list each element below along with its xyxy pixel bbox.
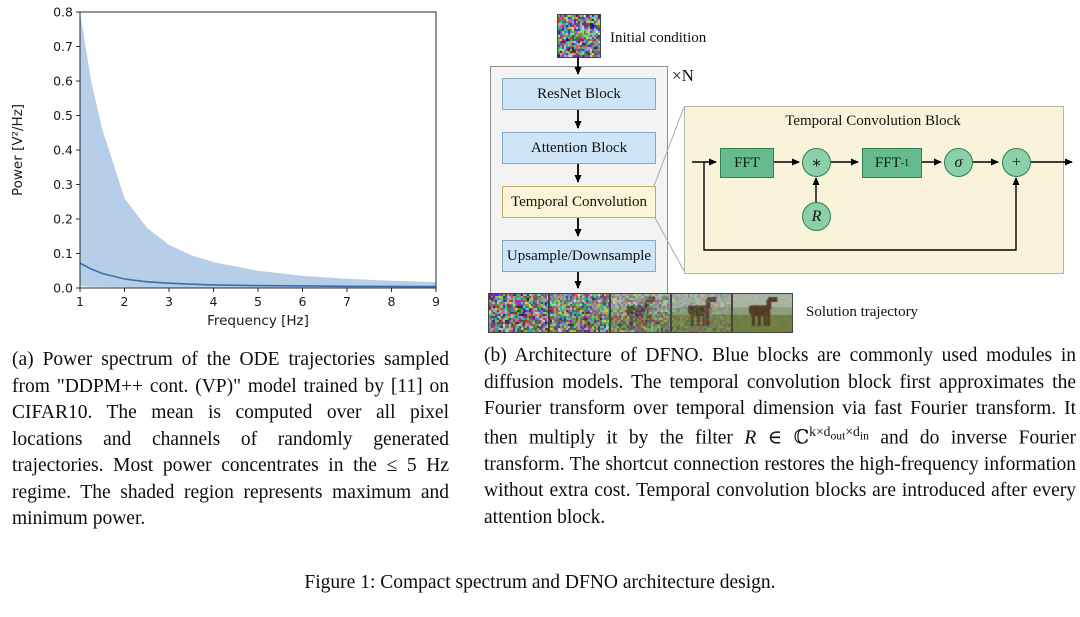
temporal-convolution-detail-title: Temporal Convolution Block bbox=[684, 113, 1062, 130]
caption-b-label: (b) bbox=[484, 345, 507, 366]
y-tick-label: 0.0 bbox=[53, 281, 73, 296]
x-tick-label: 6 bbox=[299, 294, 307, 309]
trajectory-image-2 bbox=[549, 293, 610, 333]
y-tick-label: 0.4 bbox=[53, 143, 73, 158]
caption-a-label: (a) bbox=[12, 349, 34, 370]
y-tick-label: 0.2 bbox=[53, 212, 73, 227]
x-tick-label: 9 bbox=[432, 294, 440, 309]
sum-node: + bbox=[1002, 148, 1031, 177]
caption-b-math-set: ℂ bbox=[794, 427, 810, 448]
minmax-band bbox=[80, 12, 436, 288]
inverse-fft-exponent: -1 bbox=[901, 158, 909, 169]
y-tick-label: 0.1 bbox=[53, 246, 73, 261]
attention-block: Attention Block bbox=[502, 132, 656, 164]
sigma-node: σ bbox=[944, 148, 973, 177]
y-axis-label: Power [V²/Hz] bbox=[10, 104, 26, 196]
x-tick-label: 3 bbox=[165, 294, 173, 309]
x-axis-label: Frequency [Hz] bbox=[207, 313, 309, 329]
caption-a: (a) Power spectrum of the ODE trajectori… bbox=[12, 347, 449, 533]
caption-b-math-var: R bbox=[744, 427, 756, 448]
inverse-fft-node: FFT-1 bbox=[862, 148, 922, 178]
caption-b: (b) Architecture of DFNO. Blue blocks ar… bbox=[484, 343, 1076, 531]
x-tick-label: 7 bbox=[343, 294, 351, 309]
temporal-convolution-detail-box bbox=[684, 106, 1064, 274]
x-tick-label: 2 bbox=[121, 294, 129, 309]
initial-condition-label: Initial condition bbox=[610, 30, 706, 47]
inverse-fft-base-label: FFT bbox=[875, 155, 901, 172]
dfno-architecture-panel: Initial condition ×N ResNet Block Attent… bbox=[452, 6, 1080, 346]
y-tick-label: 0.6 bbox=[53, 74, 73, 89]
upsample-downsample-block: Upsample/Downsample bbox=[502, 240, 656, 272]
exp-sub-out: out bbox=[831, 429, 846, 442]
temporal-convolution-block: Temporal Convolution bbox=[502, 186, 656, 218]
power-spectrum-panel: 1 2 3 4 5 6 7 8 9 0.0 0.1 0.2 0.3 0.4 0.5 0.6 0.7 0.8Freq… bbox=[4, 4, 448, 338]
initial-condition-image bbox=[557, 14, 601, 58]
y-tick-label: 0.5 bbox=[53, 108, 73, 123]
x-tick-label: 4 bbox=[210, 294, 218, 309]
figure-caption: Figure 1: Compact spectrum and DFNO arch… bbox=[0, 572, 1080, 594]
y-tick-label: 0.3 bbox=[53, 177, 73, 192]
trajectory-image-1 bbox=[488, 293, 549, 333]
caption-b-math-exponent: k×dout×din bbox=[809, 424, 869, 439]
power-spectrum-chart: 1 2 3 4 5 6 7 8 9 0.0 0.1 0.2 0.3 0.4 0.5 0.6 0.7 0.8Freq… bbox=[4, 4, 448, 338]
repeat-count-label: ×N bbox=[672, 66, 694, 86]
fft-node: FFT bbox=[720, 148, 774, 178]
x-tick-label: 8 bbox=[388, 294, 396, 309]
y-tick-label: 0.8 bbox=[53, 5, 73, 20]
trajectory-image-5 bbox=[732, 293, 793, 333]
trajectory-image-3 bbox=[610, 293, 671, 333]
filter-r-node: R bbox=[802, 202, 831, 231]
trajectory-image-4 bbox=[671, 293, 732, 333]
solution-trajectory-label: Solution trajectory bbox=[806, 304, 918, 321]
exp-part-1: k×d bbox=[809, 424, 830, 439]
x-tick-label: 1 bbox=[76, 294, 84, 309]
y-tick-label: 0.7 bbox=[53, 39, 73, 54]
exp-sub-in: in bbox=[860, 429, 869, 442]
exp-part-2: ×d bbox=[845, 424, 860, 439]
caption-a-text: Power spectrum of the ODE trajectories s… bbox=[12, 349, 449, 529]
x-tick-label: 5 bbox=[254, 294, 262, 309]
multiply-node: ∗ bbox=[802, 148, 831, 177]
caption-b-math-relation: ∈ bbox=[756, 427, 793, 448]
resnet-block: ResNet Block bbox=[502, 78, 656, 110]
